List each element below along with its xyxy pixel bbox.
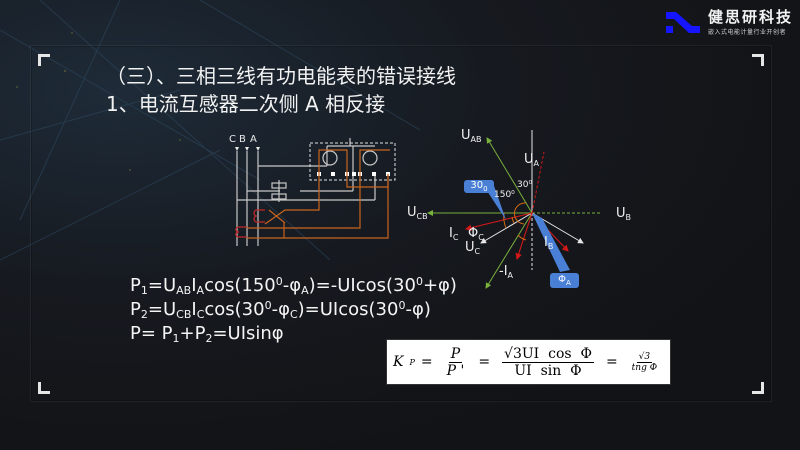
brand-logo: 健思研科技 嵌入式电能计量行业开创者 [662,8,793,36]
label-angle-30: 30⁰ [517,180,533,190]
label-ucb: UCB [407,205,428,221]
brand-tagline: 嵌入式电能计量行业开创者 [708,28,787,36]
corner-bracket-bottom-right [752,382,764,394]
callout-thirty-degrees: 300 [464,180,494,193]
label-phi-c: ΦC [468,226,484,242]
label-angle-150: 150⁰ [494,190,515,200]
content-frame [30,45,772,402]
label-ub: UB [616,206,632,222]
phasor-diagram [427,130,600,289]
label-ib: IB [544,235,554,251]
uab-vector [486,137,533,214]
label-uab: UAB [461,128,482,144]
label-uc: UC [465,240,481,256]
wiring-diagram: C B A [229,134,396,246]
meter-box [309,142,396,181]
phase-label-a: A [250,134,257,145]
uc-vector [480,212,533,244]
section-title: （三）、三相三线有功电能表的错误接线 [106,64,456,88]
corner-bracket-top-right [752,54,764,66]
neg-ia-vector [515,212,533,261]
equation-p1: P1=UABIAcos(1500-φA)=-UIcos(300+φ) [130,275,457,297]
brand-name: 健思研科技 [708,7,794,26]
label-ic: IC [449,226,459,242]
corner-bracket-top-left [38,54,50,66]
brand-mark-icon [666,12,700,33]
callout-phi-a: ΦA [550,273,579,288]
ct-coil-a [253,209,265,223]
slide-subtitle: 1、电流互感器二次侧 A 相反接 [106,92,386,116]
equation-p-total: P= P1+P2=UIsinφ [130,323,284,345]
uca-vector [485,212,533,289]
corner-bracket-bottom-left [38,382,50,394]
angle-arcs [503,202,527,241]
equation-p2: P2=UCBICcos(300-φC)=UIcos(300-φ) [130,299,431,321]
ia-dashed [531,151,545,214]
power-equations: P1=UABIAcos(1500-φA)=-UIcos(300+φ) P2=UC… [130,274,457,346]
phase-label-c: C [229,134,236,145]
label-ua: UA [524,152,539,168]
label-neg-ia: -IA [499,264,514,280]
ic-vector [464,212,533,231]
phase-label-b: B [239,134,246,145]
ct-coil-c [235,226,247,238]
kp-symbol: K [393,354,404,370]
